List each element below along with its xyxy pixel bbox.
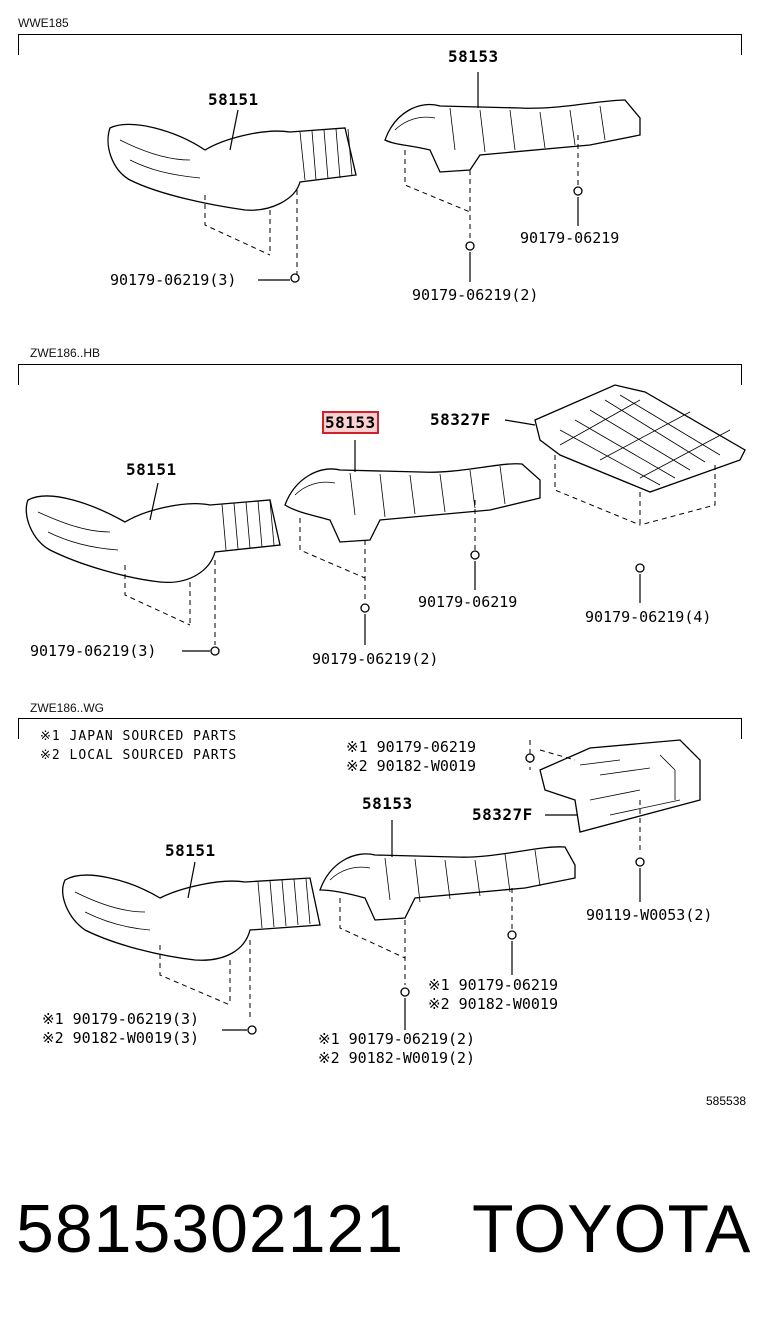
- callout-center-nut-1-s3[interactable]: ※1 90179-06219(2): [318, 1030, 476, 1048]
- callout-mid-nut-2-s3[interactable]: ※2 90182-W0019: [428, 995, 558, 1013]
- note-local-sourced: ※2 LOCAL SOURCED PARTS: [40, 748, 238, 763]
- exhaust-manifold-cover-drawing-2: [25, 482, 281, 584]
- section-code-2: ZWE186..HB: [30, 346, 101, 360]
- heat-insulator-drawing-1: [384, 72, 641, 173]
- heat-insulator-drawing-3: [319, 820, 576, 921]
- callout-nut-d-s2[interactable]: 90179-06219(4): [585, 608, 712, 626]
- callout-nut-c-s1[interactable]: 90179-06219: [520, 229, 620, 247]
- callout-nut-c-s2[interactable]: 90179-06219: [418, 593, 518, 611]
- exhaust-manifold-cover-drawing-3: [62, 861, 321, 961]
- callout-58151-s1[interactable]: 58151: [208, 90, 259, 109]
- section-code-3: ZWE186..WG: [30, 701, 105, 715]
- floor-insulator-drawing-2: [504, 384, 746, 493]
- callout-nut-a-s2[interactable]: 90179-06219(3): [30, 642, 157, 660]
- section-bracket-1: [18, 34, 742, 55]
- footer-brand: TOYOTA: [472, 1191, 752, 1267]
- callout-58151-s2[interactable]: 58151: [126, 460, 177, 479]
- callout-58153-s3[interactable]: 58153: [362, 794, 413, 813]
- exhaust-manifold-cover-drawing-1: [107, 109, 357, 211]
- callout-left-nut-1-s3[interactable]: ※1 90179-06219(3): [42, 1010, 200, 1028]
- callout-bolt-s3[interactable]: 90119-W0053(2): [586, 906, 713, 924]
- callout-58327f-s2[interactable]: 58327F: [430, 410, 491, 429]
- callout-top-nut-2-s3[interactable]: ※2 90182-W0019: [346, 757, 476, 775]
- callout-58327f-s3[interactable]: 58327F: [472, 805, 533, 824]
- callout-58153-s2-highlighted[interactable]: 58153: [322, 411, 379, 434]
- callout-mid-nut-1-s3[interactable]: ※1 90179-06219: [428, 976, 558, 994]
- diagram-reference-number: 585538: [706, 1094, 747, 1108]
- callout-58153-s1[interactable]: 58153: [448, 47, 499, 66]
- floor-insulator-drawing-3: [539, 739, 701, 833]
- section-code-1: WWE185: [18, 16, 69, 30]
- callout-58151-s3[interactable]: 58151: [165, 841, 216, 860]
- section-bracket-3: [18, 718, 742, 739]
- callout-center-nut-2-s3[interactable]: ※2 90182-W0019(2): [318, 1049, 476, 1067]
- heat-insulator-drawing-2: [284, 440, 541, 543]
- callout-nut-a-s1[interactable]: 90179-06219(3): [110, 271, 237, 289]
- section-bracket-2: [18, 364, 742, 385]
- callout-nut-b-s2[interactable]: 90179-06219(2): [312, 650, 439, 668]
- callout-left-nut-2-s3[interactable]: ※2 90182-W0019(3): [42, 1029, 200, 1047]
- note-japan-sourced: ※1 JAPAN SOURCED PARTS: [40, 729, 238, 744]
- callout-nut-b-s1[interactable]: 90179-06219(2): [412, 286, 539, 304]
- callout-top-nut-1-s3[interactable]: ※1 90179-06219: [346, 738, 476, 756]
- footer-part-number: 5815302121: [16, 1191, 405, 1267]
